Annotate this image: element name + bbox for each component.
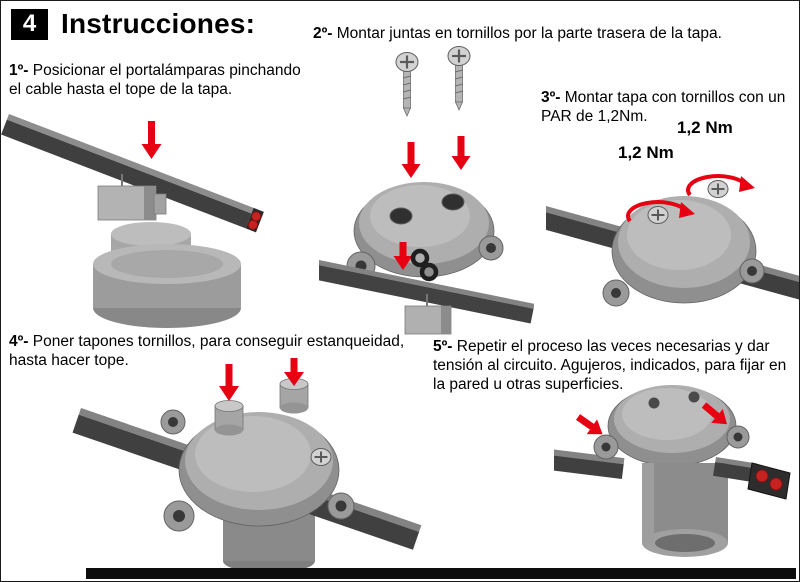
screw-icon	[707, 180, 729, 198]
step-4-instruction: 4º- Poner tapones tornillos, para conseg…	[9, 332, 427, 370]
down-arrow-icon	[219, 364, 239, 401]
illustration-step-2	[319, 46, 534, 335]
step-4-label: 4º-	[9, 333, 29, 350]
rotation-arrow-icon	[686, 174, 748, 197]
illustration-step-5	[554, 385, 791, 557]
cable-strip	[1, 114, 264, 233]
screw-icon	[310, 448, 332, 466]
illustration-step-3	[546, 174, 799, 307]
step-1-text: Posicionar el portalámparas pinchando el…	[9, 62, 301, 99]
step-2-instruction: 2º- Montar juntas en tornillos por la pa…	[313, 24, 795, 43]
cable-strip	[554, 449, 625, 479]
rotation-arrow-head	[679, 202, 695, 218]
step-2-text: Montar juntas en tornillos por la parte …	[332, 25, 722, 42]
cap-top	[688, 391, 700, 403]
cap-tapon	[214, 400, 244, 436]
down-arrow-icon	[284, 358, 304, 386]
torque-label-left: 1,2 Nm	[618, 143, 674, 162]
cable-strip	[713, 457, 758, 483]
arrow-icon	[575, 414, 603, 435]
conductor-dot	[769, 477, 783, 491]
cover-tapa	[346, 182, 504, 281]
step-2-label: 2º-	[313, 25, 333, 42]
page-header: 4 Instrucciones:	[11, 8, 255, 40]
cable-end	[747, 462, 791, 500]
washer-icon	[410, 248, 430, 268]
screw-icon	[647, 206, 669, 224]
lamp-holder-top	[404, 294, 452, 335]
conductor-dot	[755, 469, 769, 483]
cover-tapa	[593, 385, 750, 467]
torque-label-right: 1,2 Nm	[677, 118, 733, 137]
cap-top	[648, 397, 660, 409]
lamp-holder	[93, 174, 241, 328]
step-1-label: 1º-	[9, 62, 29, 79]
step-4-text: Poner tapones tornillos, para conseguir …	[9, 333, 405, 370]
washer-icon	[419, 262, 439, 282]
illustration-step-1	[1, 114, 264, 328]
conductor-dot	[247, 219, 259, 230]
step-5-label: 5º-	[433, 338, 453, 355]
holder-base	[642, 463, 728, 557]
step-5-instruction: 5º- Repetir el proceso las veces necesar…	[433, 337, 795, 395]
step-number-badge: 4	[11, 8, 48, 40]
step-5-text: Repetir el proceso las veces necesarias …	[433, 338, 787, 394]
down-arrow-icon	[393, 242, 413, 270]
arrow-icon	[701, 402, 727, 425]
illustration-step-4	[72, 358, 422, 573]
down-arrow-icon	[141, 121, 162, 159]
step-1-instruction: 1º- Posicionar el portalámparas pinchand…	[9, 61, 311, 99]
step-3-label: 3º-	[541, 89, 561, 106]
down-arrow-icon	[451, 136, 471, 170]
screw-icon	[446, 46, 472, 112]
cable-strip	[319, 260, 534, 324]
rotation-arrow-icon	[626, 200, 688, 223]
footer-bar	[86, 568, 796, 579]
step-3-text: Montar tapa con tornillos con un PAR de …	[541, 89, 786, 126]
cap-tapon	[279, 378, 309, 414]
step-3-instruction: 3º- Montar tapa con tornillos con un PAR…	[541, 88, 797, 126]
down-arrow-icon	[401, 142, 421, 178]
rotation-arrow-head	[739, 176, 755, 192]
page-title: Instrucciones:	[61, 8, 256, 39]
screw-icon	[394, 51, 420, 118]
